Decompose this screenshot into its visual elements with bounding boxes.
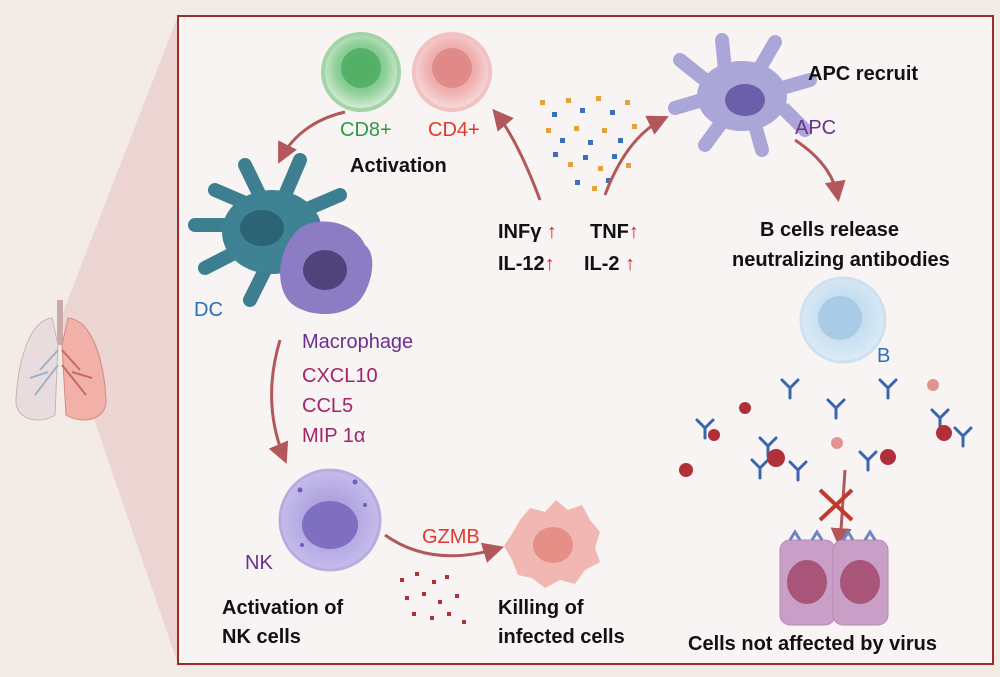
cytokine-il12: IL-12↑ (498, 253, 555, 275)
blocked-arrow-icon (818, 469, 854, 550)
cd8-label: CD8+ (340, 119, 392, 141)
cytokine-particles (540, 96, 637, 191)
nk-label: NK (245, 552, 273, 574)
zoom-funnel (60, 16, 178, 664)
gzmb-particles (400, 572, 466, 624)
killing-heading-line2: infected cells (498, 626, 625, 648)
gzmb-label: GZMB (422, 526, 480, 548)
apc-icon (668, 33, 817, 157)
flow-arrows (268, 108, 846, 563)
nk-activation-heading-line1: Activation of (222, 597, 344, 619)
dc-label: DC (194, 299, 223, 321)
killing-heading-line1: Killing of (498, 597, 584, 619)
b-label: B (877, 345, 891, 367)
epithelial-cells-icon (779, 529, 889, 626)
cd4-t-cell-icon (412, 32, 492, 112)
cd8-t-cell-icon (321, 32, 401, 112)
chemokine-mip1a: MIP 1α (302, 425, 366, 447)
nk-cell-icon (278, 468, 382, 572)
not-affected-heading: Cells not affected by virus (688, 633, 937, 655)
macrophage-label: Macrophage (302, 331, 414, 353)
cytokine-tnf: TNF↑ (590, 221, 639, 243)
nk-activation-heading-line2: NK cells (222, 626, 301, 648)
cd4-label: CD4+ (428, 119, 480, 141)
cytokine-il2: IL-2 ↑ (584, 253, 636, 275)
cytokine-infy: INFγ ↑ (498, 221, 557, 243)
b-release-heading-line1: B cells release (760, 219, 899, 241)
antibodies-and-viruses (679, 378, 973, 482)
chemokine-ccl5: CCL5 (302, 395, 354, 417)
chemokine-cxcl10: CXCL10 (302, 365, 378, 387)
b-release-heading-line2: neutralizing antibodies (732, 249, 950, 271)
infected-cell-icon (504, 500, 600, 588)
b-cell-icon (799, 276, 887, 364)
apc-recruit-heading: APC recruit (808, 63, 919, 85)
activation-heading: Activation (350, 155, 447, 177)
lungs-icon (15, 300, 107, 421)
apc-label: APC (795, 117, 837, 139)
macrophage-icon (280, 221, 373, 315)
